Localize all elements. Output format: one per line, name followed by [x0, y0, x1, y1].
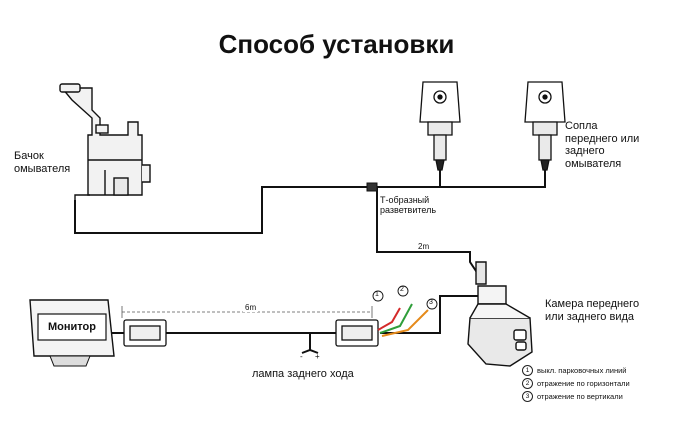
washer-tank [59, 83, 151, 200]
wire-markers [372, 285, 438, 310]
control-wires [377, 303, 429, 337]
label-washer-tank: Бачок омывателя [14, 150, 71, 175]
label-2m: 2m [418, 242, 430, 251]
legend-number: 2 [522, 378, 533, 389]
legend-item-3: 3 отражение по вертикали [522, 391, 623, 402]
label-nozzles: Сопла переднего или заднего омывателя [565, 120, 640, 170]
label-lamp-plus: + [315, 352, 320, 361]
legend-item-2: 2 отражение по горизонтали [522, 378, 630, 389]
hose-tee-to-nozzles [372, 168, 546, 188]
connector-monitor-side [123, 319, 167, 347]
label-camera: Камера переднего или заднего вида [545, 298, 640, 323]
label-lamp-minus: - [300, 352, 303, 361]
label-6m: 6m [243, 303, 259, 313]
connector-camera-side [335, 319, 379, 347]
legend-item-1: 1 выкл. парковочных линий [522, 365, 627, 376]
legend-number: 1 [522, 365, 533, 376]
hose-tank-to-tee [74, 186, 372, 234]
lamp-wire [301, 333, 319, 354]
wire-marker-1: 1 [375, 291, 379, 298]
page-title: Способ установки [218, 29, 455, 59]
cable-to-camera [380, 295, 478, 334]
wire-marker-2: 2 [400, 286, 404, 293]
legend-number: 3 [522, 391, 533, 402]
label-tee-splitter: Т-образный разветвитель [380, 195, 437, 216]
label-reverse-lamp: лампа заднего хода [252, 368, 354, 380]
nozzle-right [524, 81, 566, 171]
tee-splitter [366, 182, 378, 192]
wire-marker-3: 3 [429, 299, 433, 306]
legend-text: отражение по горизонтали [537, 379, 630, 388]
camera [467, 261, 533, 367]
label-monitor: Монитор [48, 321, 96, 333]
hose-tee-to-camera [376, 187, 483, 281]
legend-text: выкл. парковочных линий [537, 366, 627, 375]
nozzle-left [419, 81, 461, 171]
legend-text: отражение по вертикали [537, 392, 623, 401]
monitor [29, 299, 115, 367]
